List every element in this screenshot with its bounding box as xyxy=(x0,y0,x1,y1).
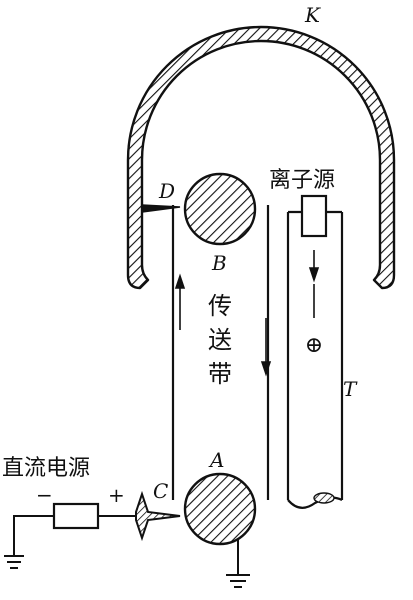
label-c: C xyxy=(153,479,168,503)
plus-sign: + xyxy=(108,483,125,507)
minus-sign: − xyxy=(36,483,53,507)
collector-comb xyxy=(141,204,181,213)
label-k: K xyxy=(304,3,321,27)
ground-symbol-circuit xyxy=(4,555,24,569)
dc-source-box xyxy=(52,502,100,530)
dc-source-label: 直流电源 xyxy=(2,456,90,481)
belt-down-arrow xyxy=(260,318,272,377)
label-b: B xyxy=(211,251,227,275)
belt-label-1: 传 xyxy=(208,292,232,320)
dome-shell xyxy=(126,25,396,290)
ion-source-box xyxy=(300,194,328,238)
belt-up-arrow xyxy=(174,273,186,330)
label-d: D xyxy=(158,179,175,203)
pulley-a xyxy=(183,472,257,546)
belt-label-3: 带 xyxy=(208,360,232,388)
dc-circuit xyxy=(13,515,136,555)
belt-label-2: 送 xyxy=(208,326,232,354)
accelerator-tube xyxy=(286,210,344,509)
positive-ion-symbol: ⊕ xyxy=(305,333,323,358)
ion-path-arrow xyxy=(308,250,320,318)
spray-comb xyxy=(135,490,181,542)
ground-symbol-a xyxy=(226,540,250,588)
pulley-b xyxy=(183,172,257,246)
ion-source-label: 离子源 xyxy=(269,168,335,193)
label-a: A xyxy=(208,448,224,472)
label-t: T xyxy=(343,377,358,401)
